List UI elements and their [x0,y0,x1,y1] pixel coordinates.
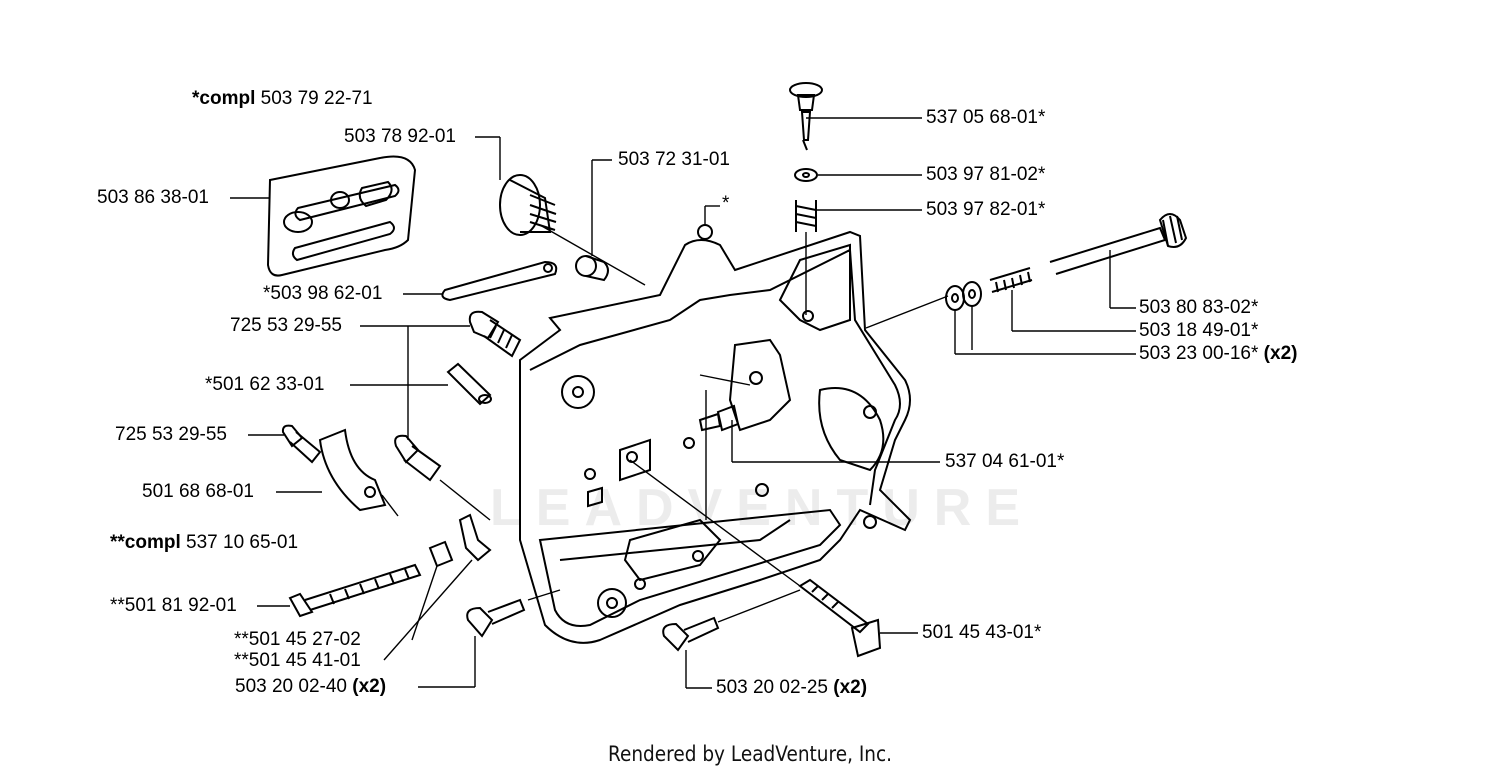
bar-plate [266,155,417,277]
bolt-503200240 [466,598,526,638]
tensioner-pin [458,513,492,562]
leader-lines [230,117,1136,689]
label-501819201: **501 81 92-01 [110,595,237,616]
oil-pump-shaft [1049,213,1188,275]
label-501686801: 501 68 68-01 [142,481,254,502]
label-503200225: 503 20 02-25 (x2) [716,677,868,698]
label-503986201: *503 98 62-01 [263,283,383,304]
label-725532955-lower: 725 53 29-55 [115,424,227,445]
spring-503978201 [795,200,817,232]
pin-501623301 [446,362,492,406]
label-501452702: **501 45 27-02 [234,629,361,650]
oil-plug [499,174,557,236]
clip-501686801 [318,428,387,512]
chain-guide-strip [441,260,558,302]
label-compl-503792271: *compl 503 79 22-71 [192,88,373,109]
watermark: LEADVENTURE [490,479,1035,537]
label-501623301: *501 62 33-01 [205,374,325,395]
label-503808302: 503 80 83-02* [1139,297,1259,318]
label-503230016: 503 23 00-16* (x2) [1139,343,1298,364]
spring-503184901 [989,267,1033,293]
screw-725-upper [468,310,522,358]
label-501454101: **501 45 41-01 [234,650,361,671]
tensioner-screw [288,563,422,618]
label-503789201: 503 78 92-01 [344,126,456,147]
screw-725-lower [394,434,442,482]
label-501454301: 501 45 43-01* [922,622,1042,643]
label-503200240: 503 20 02-40 (x2) [235,676,387,697]
footer-credit: Rendered by LeadVenture, Inc. [607,742,893,766]
label-725532955-upper: 725 53 29-55 [230,315,342,336]
label-star-cover: * [722,193,730,214]
nozzle-537046101 [698,404,740,432]
tensioner-nut [428,540,454,568]
label-503184901: 503 18 49-01* [1139,320,1259,341]
label-503863801: 503 86 38-01 [97,187,209,208]
label-compl-537106501: **compl 537 10 65-01 [110,532,299,553]
bolt-503200225 [662,616,720,652]
bolt-501454301 [798,578,882,658]
label-503723101: 503 72 31-01 [618,149,730,170]
label-503978102: 503 97 81-02* [926,164,1046,185]
small-cap [575,255,609,282]
washer-503978102 [794,168,818,182]
adjust-screw-537056801 [789,82,823,151]
label-537056801: 537 05 68-01* [926,107,1046,128]
label-537046101: 537 04 61-01* [945,451,1065,472]
clutch-cover-body [519,224,912,644]
screw-725-lower-left [281,424,322,464]
washers-503230016 [945,281,982,311]
label-503978201: 503 97 82-01* [926,199,1046,220]
